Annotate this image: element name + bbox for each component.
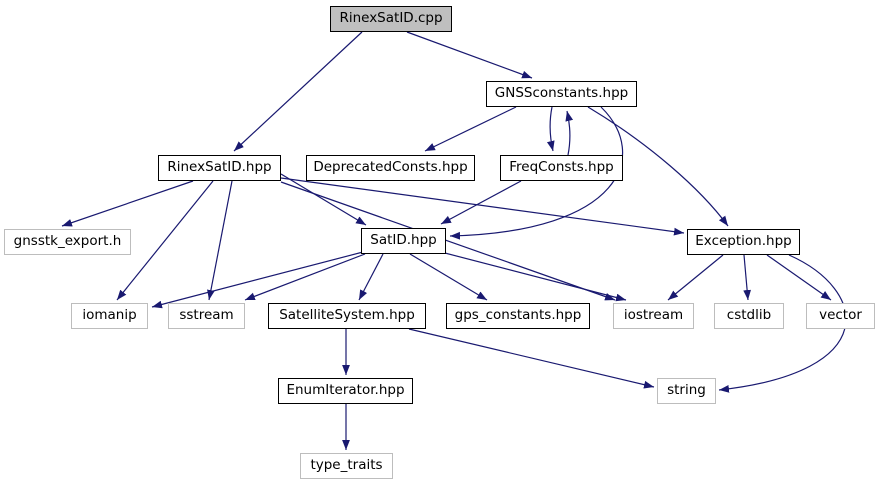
edge-rinexsatid-hpp-to-satid-hpp — [280, 173, 367, 226]
edge-rinexsatid-hpp-to-gnsstk-export-h — [61, 180, 194, 227]
graph-node-type-traits: type_traits — [300, 453, 393, 479]
graph-node-iostream: iostream — [613, 303, 694, 329]
edge-exception-hpp-to-vector — [766, 254, 832, 301]
edge-satid-hpp-to-iomanip — [151, 251, 364, 309]
edge-satid-hpp-to-iostream — [440, 251, 627, 302]
edge-satid-hpp-to-gps-constants-hpp — [409, 253, 488, 301]
graph-node-exception-hpp[interactable]: Exception.hpp — [687, 229, 800, 255]
graph-edges — [61, 31, 847, 450]
graph-node-sstream: sstream — [168, 303, 245, 329]
edge-gnssconstants-hpp-to-exception-hpp — [587, 106, 729, 227]
edge-gnssconstants-hpp-to-satid-hpp — [449, 106, 624, 240]
graph-node-rinexsatid-hpp[interactable]: RinexSatID.hpp — [158, 155, 281, 181]
edge-gnssconstants-hpp-to-freqconsts-hpp — [546, 106, 555, 152]
graph-node-gnsstk-export-h: gnsstk_export.h — [4, 229, 131, 255]
graph-node-satellitesystem-hpp[interactable]: SatelliteSystem.hpp — [268, 303, 426, 329]
graph-node-iomanip: iomanip — [71, 303, 148, 329]
graph-node-string: string — [657, 378, 716, 404]
edge-rinexsatid-hpp-to-sstream — [207, 180, 233, 301]
edge-rinexsatid-cpp-to-rinexsatid-hpp — [233, 31, 363, 152]
graph-node-cstdlib: cstdlib — [714, 303, 784, 329]
graph-node-satid-hpp[interactable]: SatID.hpp — [361, 228, 446, 254]
edge-rinexsatid-hpp-to-iomanip — [116, 180, 214, 301]
graph-node-deprecatedconsts-hpp[interactable]: DeprecatedConsts.hpp — [306, 155, 475, 181]
graph-node-freqconsts-hpp[interactable]: FreqConsts.hpp — [500, 155, 623, 181]
graph-node-gps-constants-hpp[interactable]: gps_constants.hpp — [446, 303, 590, 329]
edge-gnssconstants-hpp-to-deprecatedconsts-hpp — [424, 106, 517, 152]
edge-rinexsatid-hpp-to-iostream — [280, 181, 616, 301]
graph-node-rinexsatid-cpp: RinexSatID.cpp — [330, 6, 452, 32]
edge-freqconsts-hpp-to-satid-hpp — [440, 180, 522, 225]
edge-exception-hpp-to-cstdlib — [743, 254, 751, 301]
graph-node-vector: vector — [806, 303, 875, 329]
edge-freqconsts-hpp-to-gnssconstants-hpp — [565, 110, 574, 156]
edge-exception-hpp-to-iostream — [667, 254, 724, 301]
graph-node-gnssconstants-hpp[interactable]: GNSSconstants.hpp — [486, 81, 637, 107]
edge-satellitesystem-hpp-to-string — [408, 328, 655, 389]
edge-rinexsatid-cpp-to-gnssconstants-hpp — [406, 31, 533, 79]
edge-rinexsatid-hpp-to-exception-hpp — [280, 177, 685, 236]
edge-satid-hpp-to-satellitesystem-hpp — [358, 253, 384, 301]
edge-satid-hpp-to-sstream — [244, 253, 366, 301]
graph-node-enumiterator-hpp[interactable]: EnumIterator.hpp — [278, 378, 413, 404]
